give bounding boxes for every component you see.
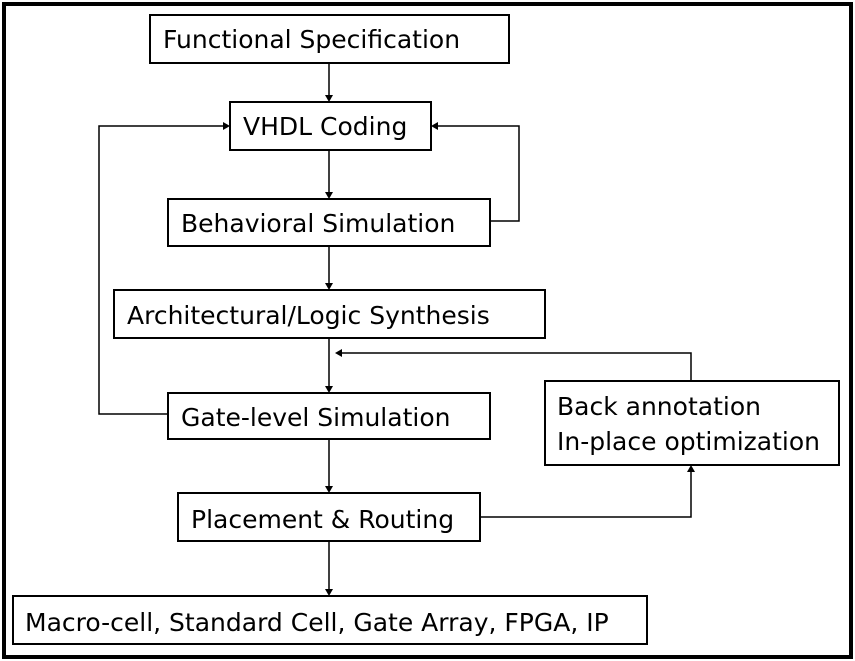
node-functional-specification: Functional Specification [149,14,510,64]
node-label: Gate-level Simulation [181,403,450,432]
node-label-line-2: In-place optimization [557,427,820,456]
node-vhdl-coding: VHDL Coding [229,101,432,151]
node-box [12,595,648,645]
node-placement-routing: Placement & Routing [177,492,481,542]
arrowhead-placement-to-back-annotation [687,465,695,472]
node-label: VHDL Coding [243,112,407,141]
node-label: Architectural/Logic Synthesis [127,301,490,330]
edge-gate-level-loop-to-vhdl [98,125,223,415]
arrowhead-gate-level-to-placement [325,486,333,493]
edges [98,63,695,596]
node-label: Placement & Routing [191,505,454,534]
node-label-line-1: Back annotation [557,392,761,421]
edge-placement-to-back-annotation [480,472,692,518]
arrowhead-synthesis-to-gate-level [325,386,333,393]
arrowhead-placement-to-targets [325,589,333,596]
arrowhead-spec-to-vhdl [325,95,333,102]
arrowhead-gate-level-loop-to-vhdl [223,122,230,130]
node-behavioral-simulation: Behavioral Simulation [167,198,491,247]
edge-behavioral-loop-to-vhdl [438,125,520,222]
node-box [167,198,491,247]
node-gate-level-simulation: Gate-level Simulation [167,392,491,440]
arrowhead-behavioral-to-synthesis [325,283,333,290]
node-logic-synthesis: Architectural/Logic Synthesis [113,289,546,339]
node-box [149,14,510,64]
node-back-annotation: Back annotation In-place optimization [544,380,840,466]
arrowhead-back-annotation-to-gate-level [335,349,342,357]
node-box [113,289,546,339]
arrowhead-vhdl-to-behavioral [325,192,333,199]
arrowhead-behavioral-loop-to-vhdl [431,122,438,130]
node-label: Macro-cell, Standard Cell, Gate Array, F… [25,608,609,637]
edge-back-annotation-to-gate-level [342,352,692,381]
node-label: Behavioral Simulation [181,209,455,238]
node-box [177,492,481,542]
node-box [167,392,491,440]
node-box [544,380,840,466]
node-implementation-targets: Macro-cell, Standard Cell, Gate Array, F… [12,595,648,645]
node-box [229,101,432,151]
node-label: Functional Specification [163,25,460,54]
